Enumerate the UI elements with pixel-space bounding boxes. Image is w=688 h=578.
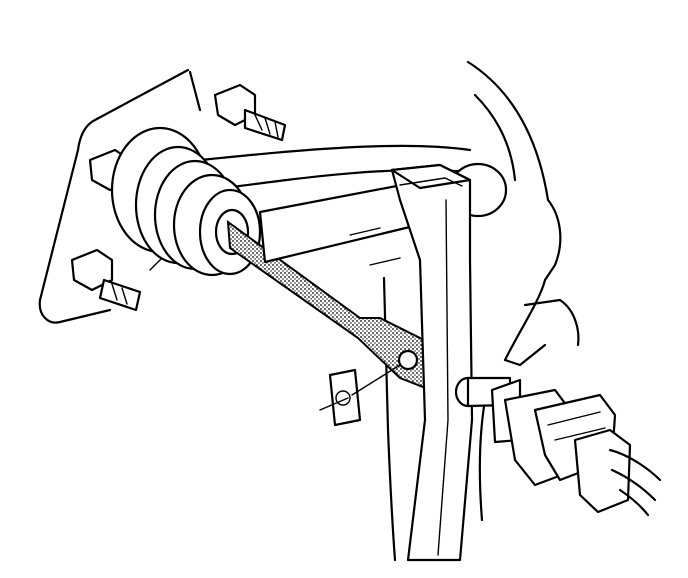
- clip: [319, 364, 401, 427]
- support-bracket-frame: [198, 60, 580, 562]
- stud-top: [213, 83, 287, 142]
- stud-lower-left: [70, 248, 142, 312]
- pedal-arm: [390, 163, 474, 562]
- electrical-connector: [503, 388, 662, 517]
- pushrod: [226, 219, 446, 394]
